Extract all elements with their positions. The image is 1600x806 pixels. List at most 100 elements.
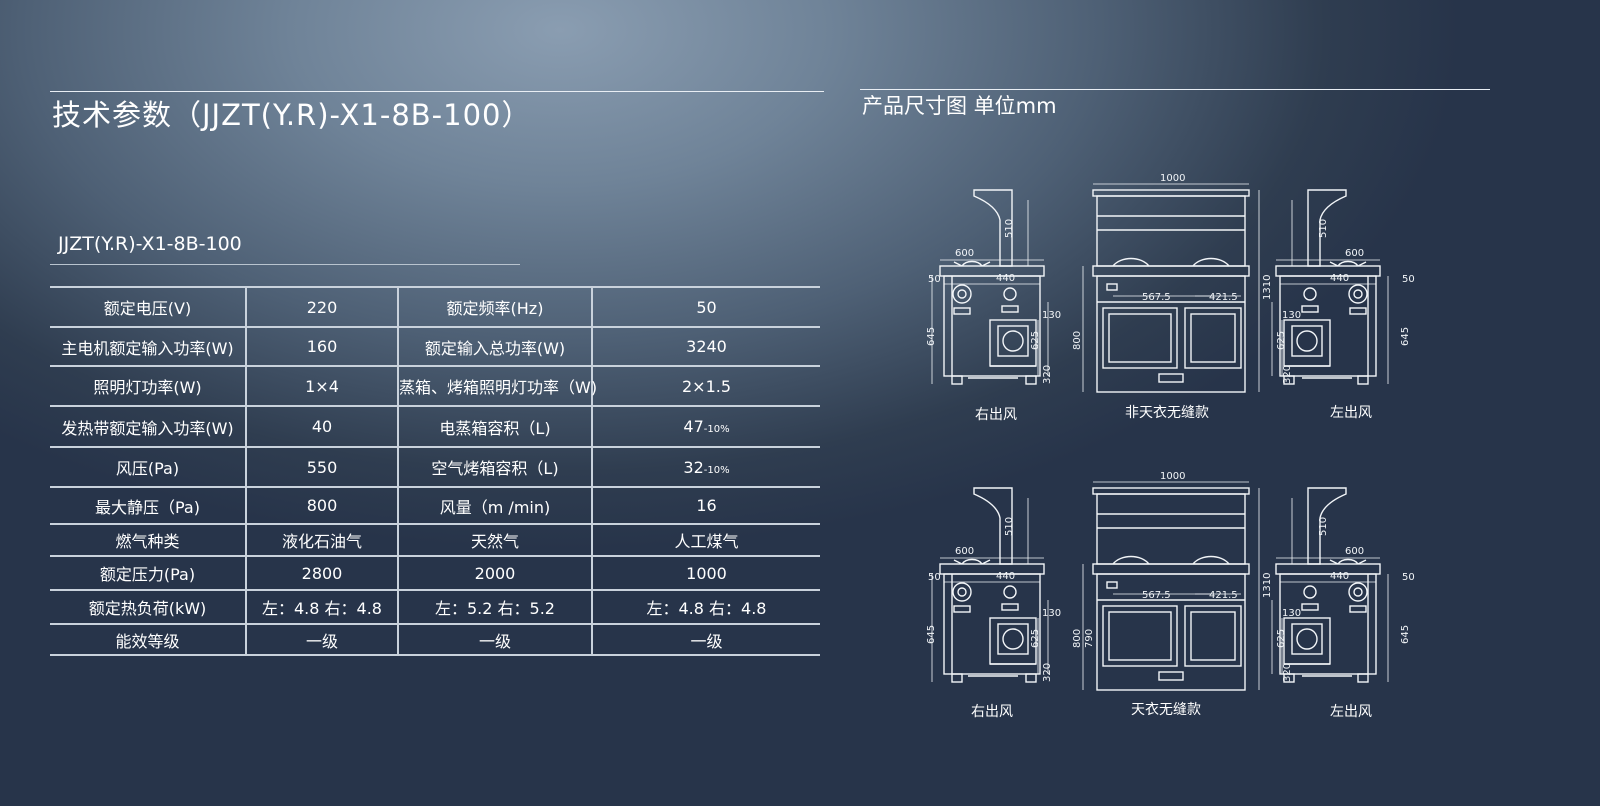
dimension-label-top_gap: 50 [928,572,941,583]
dimension-label-h625: 625 [1276,629,1287,648]
table-row: 主电机额定输入功率(W) 160 额定输入总功率(W) 3240 [50,327,820,366]
dimension-label-top_gap: 50 [928,274,941,285]
caption-right-outlet-bottom: 右出风 [971,704,1013,720]
dimension-label-d567: 567.5 [1142,292,1171,303]
dimension-label-h1310: 1310 [1262,275,1273,300]
dimension-label-h130: 130 [1282,310,1301,321]
dimension-label-inner: 440 [1330,273,1349,284]
dimension-label-width: 1000 [1160,173,1185,184]
dimension-label-h625: 625 [1276,331,1287,350]
spec-label: 额定频率(Hz) [398,287,593,327]
spec-value: 800 [246,487,399,524]
spec-value: 550 [246,447,399,487]
dimension-label-side_depth: 600 [1345,546,1364,557]
table-row: 照明灯功率(W) 1×4 蒸箱、烤箱照明灯功率（W) 2×1.5 [50,366,820,406]
dimension-label-inner: 440 [996,273,1015,284]
dimension-label-d421: 421.5 [1209,292,1238,303]
spec-label: 最大静压（Pa) [50,487,247,524]
dimension-label-side_depth: 600 [955,546,974,557]
spec-value: 16 [696,496,717,515]
dimension-label-h645: 645 [1400,327,1411,346]
spec-value: 3240 [686,337,727,356]
dimension-label-h1310: 1310 [1262,573,1273,598]
spec-value: 2800 [246,556,399,590]
spec-label: 额定热负荷(kW) [50,590,247,624]
spec-value: 50 [696,297,717,317]
caption-no-tianyi: 非天衣无缝款 [1125,405,1209,421]
spec-label: 能效等级 [50,624,247,655]
spec-value: 左：4.8 右：4.8 [646,599,767,618]
spec-label: 发热带额定输入功率(W) [50,406,247,447]
dimensions-title: 产品尺寸图 单位mm [862,94,1057,118]
dimension-label-width: 1000 [1160,471,1185,482]
dimension-label-hood: 510 [1004,517,1015,536]
dimension-label-h790: 790 [1084,629,1095,648]
dimension-label-d421: 421.5 [1209,590,1238,601]
spec-value: 1000 [686,563,727,583]
dimension-label-top_gap: 50 [1402,572,1415,583]
tolerance: -10% [703,464,730,476]
spec-label: 燃气种类 [50,524,247,556]
spec-value: 1×4 [246,366,399,406]
dimension-label-h320: 320 [1282,663,1293,682]
spec-value: 47-10% [592,406,820,447]
table-row: 最大静压（Pa) 800 风量（m /min) 16 [50,487,820,524]
spec-value: 人工煤气 [674,532,739,551]
dimension-label-inner: 440 [996,571,1015,582]
dimension-label-side_depth: 600 [1345,248,1364,259]
spec-value: 220 [246,287,399,327]
dimension-label-h625: 625 [1030,331,1041,350]
dimension-label-hood: 510 [1318,219,1329,238]
spec-label: 风压(Pa) [50,447,247,487]
model-underline [50,264,520,265]
dimension-label-h320: 320 [1282,365,1293,384]
dimension-label-h800: 800 [1072,331,1083,350]
dimensions-underline [860,89,1490,90]
title-underline [50,91,824,92]
spec-value: 32-10% [592,447,820,487]
dimension-label-h645: 645 [926,327,937,346]
spec-label: 蒸箱、烤箱照明灯功率（W) [398,366,597,406]
table-row: 发热带额定输入功率(W) 40 电蒸箱容积（L) 47-10% [50,406,820,447]
spec-value: 一级 [398,624,593,655]
spec-value: 一级 [690,631,723,651]
spec-value: 160 [246,327,399,366]
spec-label: 额定电压(V) [50,287,247,327]
dimension-label-hood: 510 [1004,219,1015,238]
table-row: 额定压力(Pa) 2800 2000 1000 [50,556,820,590]
table-row: 额定热负荷(kW) 左：4.8 右：4.8 左：5.2 右：5.2 左：4.8 … [50,590,820,624]
model-number: JJZT(Y.R)-X1-8B-100 [58,233,242,255]
spec-label: 额定输入总功率(W) [398,327,593,366]
spec-value: 天然气 [398,524,593,556]
dimension-label-h800: 800 [1072,629,1083,648]
tolerance: -10% [703,424,730,435]
spec-value: 液化石油气 [246,524,399,556]
caption-right-outlet-top: 右出风 [975,407,1017,423]
spec-label: 照明灯功率(W) [50,366,247,406]
dimension-label-h625: 625 [1030,629,1041,648]
caption-left-outlet-top: 左出风 [1330,405,1372,421]
dimension-label-h130: 130 [1282,608,1301,619]
dimension-label-d567: 567.5 [1142,590,1171,601]
spec-table: 额定电压(V) 220 额定频率(Hz) 50 主电机额定输入功率(W) 160… [50,286,820,656]
table-row: 能效等级 一级 一级 一级 [50,624,820,655]
spec-value: 左：5.2 右：5.2 [398,590,593,624]
dimension-label-h645: 645 [926,625,937,644]
dimension-label-h645: 645 [1400,625,1411,644]
volume-value: 32 [683,457,704,477]
table-row: 额定电压(V) 220 额定频率(Hz) 50 [50,287,820,327]
spec-value: 左：4.8 右：4.8 [246,590,399,624]
page-title: 技术参数（JJZT(Y.R)-X1-8B-100） [52,98,532,132]
dimension-label-h130: 130 [1042,310,1061,321]
spec-value: 2000 [398,556,593,590]
spec-label: 电蒸箱容积（L) [398,406,593,447]
spec-label: 额定压力(Pa) [50,556,247,590]
spec-value: 2×1.5 [681,376,732,396]
dimension-label-h130: 130 [1042,608,1061,619]
dimension-label-h320: 320 [1042,663,1053,682]
spec-value: 一级 [246,624,399,655]
volume-value: 47 [683,417,704,436]
caption-tianyi: 天衣无缝款 [1131,702,1201,718]
caption-left-outlet-bottom: 左出风 [1330,704,1372,720]
